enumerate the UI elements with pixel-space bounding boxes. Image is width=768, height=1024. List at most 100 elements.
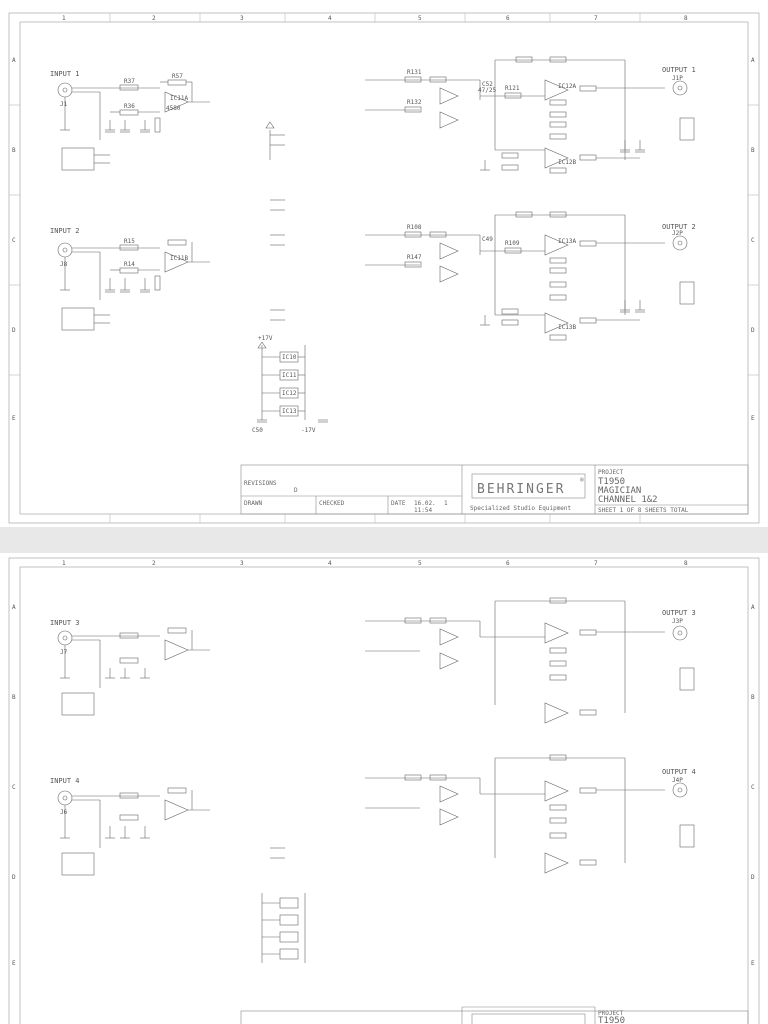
ic11b-label: IC11B (170, 255, 188, 262)
power-supply-block-2 (261, 847, 306, 963)
brand-registered-mark: ® (580, 477, 584, 484)
c49-label: C49 (482, 236, 493, 243)
title-block-2 (240, 1006, 749, 1024)
r121-label: R121 (505, 85, 520, 92)
schematic-sheet-1: 1 2 3 4 5 6 7 8 A B C D E A B C D E (8, 12, 760, 524)
output-3-connector: J3P (672, 618, 683, 625)
row-label: E (12, 415, 16, 422)
col-label: 8 (684, 560, 688, 567)
col-label: 8 (684, 15, 688, 22)
ic12b-label: IC12B (558, 159, 576, 166)
input-4-connector: J6 (60, 809, 68, 816)
row-label: C (12, 237, 16, 244)
schematic-sheet-2: 1 2 3 4 5 6 7 8 A B C D E A B C D E (0, 553, 768, 1024)
project-label: PROJECT (598, 469, 624, 476)
revisions-label: REVISIONS (244, 480, 277, 487)
r108-label: R108 (407, 224, 422, 231)
col-label: 7 (594, 15, 598, 22)
output-1-connector: J1P (672, 75, 683, 82)
r131-label: R131 (407, 69, 422, 76)
r15-label: R15 (124, 238, 135, 245)
row-label: C (12, 784, 16, 791)
output-2-label: OUTPUT 2 (662, 223, 696, 231)
col-label: 5 (418, 15, 422, 22)
ic13b-label: IC13B (558, 324, 576, 331)
input-4-stage (57, 787, 210, 876)
pos-rail-label: +17V (258, 335, 273, 342)
input-1-stage (57, 79, 210, 171)
revision-value: D (294, 487, 298, 494)
row-label: B (751, 694, 755, 701)
output-4-stage (365, 754, 695, 874)
row-label: B (751, 147, 755, 154)
row-label: B (12, 694, 16, 701)
row-label: E (751, 960, 755, 967)
col-label: 6 (506, 560, 510, 567)
row-label: E (751, 415, 755, 422)
row-label: A (12, 57, 16, 64)
row-label: D (12, 327, 16, 334)
r147-label: R147 (407, 254, 422, 261)
ic11-label: IC11 (282, 372, 297, 379)
col-label: 5 (418, 560, 422, 567)
r36-label: R36 (124, 103, 135, 110)
c52-label: C52 (482, 81, 493, 88)
c50-label: C50 (252, 427, 263, 434)
row-label: B (12, 147, 16, 154)
date-label: DATE (391, 500, 406, 507)
ic12-label: IC12 (282, 390, 297, 397)
input-2-stage (57, 239, 210, 331)
row-label: E (12, 960, 16, 967)
time-value: 11:54 (414, 507, 432, 514)
input-3-stage (57, 627, 210, 716)
r14-label: R14 (124, 261, 135, 268)
ic13-label: IC13 (282, 408, 297, 415)
col-label: 2 (152, 560, 156, 567)
r132-label: R132 (407, 99, 422, 106)
test-points (265, 121, 285, 321)
output-2-stage (365, 211, 695, 341)
sheet-1-drawing: 1 2 3 4 5 6 7 8 A B C D E A B C D E (8, 12, 760, 524)
ic11a-label: IC11A (170, 95, 188, 102)
input-1-label: INPUT 1 (50, 70, 80, 78)
page-gap (0, 527, 768, 553)
r37-label: R37 (124, 78, 135, 85)
col-label: 6 (506, 15, 510, 22)
sheet-info: SHEET 1 OF 8 SHEETS TOTAL (598, 507, 689, 514)
ic13a-label: IC13A (558, 238, 576, 245)
input-2-connector: J8 (60, 261, 68, 268)
col-label: 1 (62, 560, 66, 567)
output-2-connector: J2P (672, 230, 683, 237)
row-label: A (751, 604, 755, 611)
output-1-label: OUTPUT 1 (662, 66, 696, 74)
ic10-label: IC10 (282, 354, 297, 361)
brand-tagline: Specialized Studio Equipment (470, 505, 572, 512)
project-name-2: T1950 (598, 1016, 625, 1024)
row-label: D (751, 327, 755, 334)
col-label: 4 (328, 560, 332, 567)
project-line-2: MAGICIAN (598, 486, 641, 496)
title-block (240, 464, 749, 515)
col-label: 7 (594, 560, 598, 567)
brand-logo: BEHRINGER (477, 482, 565, 497)
row-label: C (751, 237, 755, 244)
col-label: 3 (240, 560, 244, 567)
output-4-connector: J4P (672, 777, 683, 784)
row-label: D (12, 874, 16, 881)
input-3-label: INPUT 3 (50, 619, 80, 627)
ic12a-label: IC12A (558, 83, 576, 90)
col-label: 1 (62, 15, 66, 22)
input-2-label: INPUT 2 (50, 227, 80, 235)
input-3-connector: J7 (60, 649, 68, 656)
r109-label: R109 (505, 240, 520, 247)
neg-rail-label: -17V (301, 427, 316, 434)
col-label: 4 (328, 15, 332, 22)
output-4-label: OUTPUT 4 (662, 768, 696, 776)
checked-label: CHECKED (319, 500, 345, 507)
drawn-label: DRAWN (244, 500, 262, 507)
opamp-type: 4580 (166, 105, 181, 112)
output-1-stage (365, 56, 695, 174)
power-supply-block (257, 341, 328, 423)
output-3-stage (365, 597, 695, 724)
project-name: T1950 (598, 477, 625, 487)
